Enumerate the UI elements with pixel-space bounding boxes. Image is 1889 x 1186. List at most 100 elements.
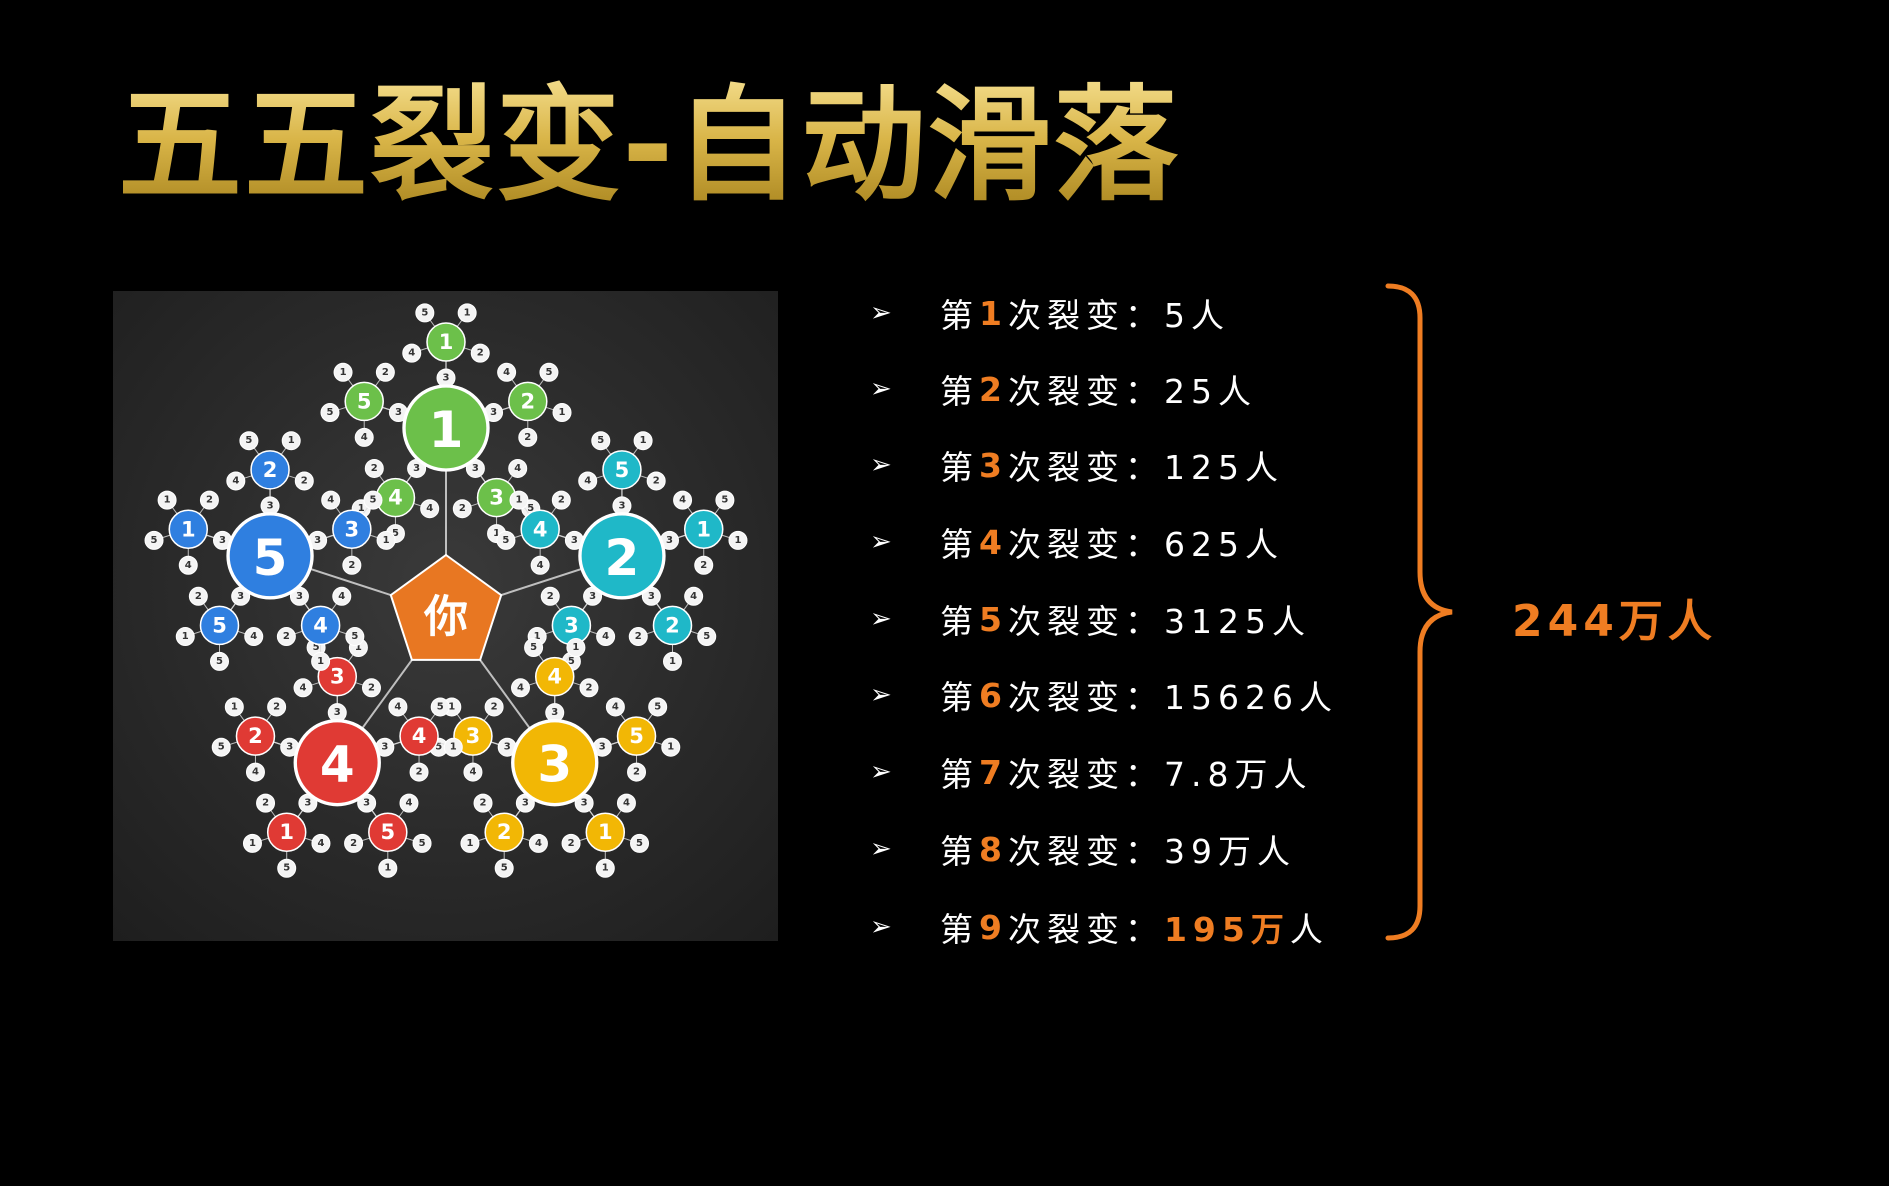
- leaf-node: [378, 858, 398, 878]
- leaf-node-label: 4: [361, 432, 368, 443]
- sub-node-label: 3: [489, 486, 504, 510]
- leaf-node: [376, 530, 396, 550]
- leaf-node-label: 5: [419, 838, 426, 849]
- leaf-node-label: 4: [394, 701, 401, 712]
- leaf-node-label: 4: [408, 348, 415, 359]
- leaf-node-label: 2: [653, 475, 660, 486]
- leaf-node-label: 1: [667, 742, 674, 753]
- arrow-bullet-icon: ➢: [870, 298, 892, 328]
- leaf-node-label: 1: [516, 495, 523, 506]
- sub-node: [508, 381, 548, 422]
- arrow-bullet-icon: ➢: [870, 450, 892, 480]
- right-curly-brace: [1385, 283, 1453, 941]
- leaf-node: [375, 362, 395, 382]
- list-item-value: 39万人: [1163, 832, 1296, 871]
- leaf-node-label: 5: [597, 435, 604, 446]
- list-item-number: 8: [979, 829, 1008, 869]
- branch-hub: [402, 384, 490, 472]
- leaf-node-label: 5: [501, 863, 508, 874]
- leaf-node: [530, 555, 550, 575]
- leaf-node-label: 3: [395, 407, 402, 418]
- list-item-number: 7: [979, 752, 1008, 792]
- list-item-value-highlight: 195万: [1163, 910, 1290, 949]
- leaf-node-label: 1: [493, 528, 500, 539]
- leaf-node-label: 5: [527, 503, 534, 514]
- list-item-middle: 次裂变：: [1007, 296, 1164, 335]
- leaf-node-label: 4: [537, 560, 544, 571]
- leaf-node-label: 5: [703, 631, 710, 642]
- leaf-node-label: 1: [164, 495, 171, 506]
- leaf-node: [364, 458, 384, 478]
- sub-node: [235, 716, 276, 756]
- branch-hub: [226, 512, 314, 600]
- branch-hub: [511, 718, 599, 807]
- leaf-node-label: 5: [218, 742, 225, 753]
- leaf-node-label: 1: [466, 838, 473, 849]
- leaf-node-label: 1: [231, 701, 238, 712]
- leaf-node-label: 4: [517, 682, 524, 693]
- leaf-node-label: 2: [558, 495, 565, 506]
- sub-node: [199, 605, 240, 646]
- leaf-node-label: 1: [340, 367, 347, 378]
- center-pentagon: [389, 553, 503, 661]
- sub-node-label: 2: [263, 458, 278, 482]
- list-item-prefix: 第: [940, 448, 979, 487]
- leaf-node-label: 4: [469, 767, 476, 778]
- leaf-node-label: 4: [612, 701, 619, 712]
- arrow-bullet-icon: ➢: [870, 527, 892, 557]
- leaf-node-label: 3: [504, 742, 511, 753]
- arrow-bullet-icon: ➢: [870, 757, 892, 787]
- sub-node-label: 2: [248, 724, 263, 748]
- leaf-node-label: 4: [679, 495, 686, 506]
- sub-node-label: 5: [629, 724, 644, 748]
- leaf-node-label: 5: [568, 656, 575, 667]
- leaf-node: [518, 427, 538, 447]
- list-item-middle: 次裂变：: [1007, 372, 1164, 411]
- sub-node: [368, 812, 408, 853]
- sub-node-label: 1: [439, 330, 454, 354]
- leaf-node: [277, 858, 297, 878]
- leaf-node-label: 3: [219, 535, 226, 546]
- leaf-node: [694, 555, 714, 575]
- leaf-node-label: 1: [383, 535, 390, 546]
- leaf-node-label: 1: [640, 435, 647, 446]
- leaf-node-label: 3: [237, 591, 244, 602]
- sub-node-label: 2: [497, 820, 512, 844]
- list-item-number: 5: [979, 599, 1008, 639]
- leaf-node-label: 4: [232, 475, 239, 486]
- leaf-node: [342, 555, 362, 575]
- sub-node: [168, 509, 209, 550]
- leaf-node-label: 1: [534, 631, 541, 642]
- leaf-node: [333, 362, 353, 382]
- leaf-node: [578, 471, 598, 491]
- branch-hub-label: 2: [605, 529, 640, 587]
- leaf-node: [345, 627, 365, 647]
- leaf-node: [566, 638, 586, 658]
- leaf-node-label: 2: [350, 838, 357, 849]
- leaf-node-label: 5: [421, 307, 428, 318]
- leaf-node-label: 4: [327, 495, 334, 506]
- leaf-node: [684, 586, 704, 606]
- branch-hub-label: 4: [320, 736, 355, 794]
- leaf-node: [363, 490, 383, 510]
- leaf-node: [494, 858, 514, 878]
- leaf-node-label: 2: [477, 348, 484, 359]
- leaf-node: [188, 586, 208, 606]
- leaf-node-label: 5: [636, 838, 643, 849]
- list-item-middle: 次裂变：: [1007, 832, 1164, 871]
- leaf-node-label: 5: [326, 407, 333, 418]
- leaf-node-label: 1: [358, 503, 365, 514]
- leaf-node-label: 5: [313, 642, 320, 653]
- leaf-node-label: 3: [363, 798, 370, 809]
- leaf-node: [144, 530, 164, 550]
- leaf-node-label: 3: [267, 500, 274, 511]
- leaf-node-label: 1: [450, 742, 457, 753]
- list-item-middle: 次裂变：: [1007, 678, 1164, 717]
- sub-node-label: 5: [380, 820, 395, 844]
- leaf-node: [412, 833, 432, 853]
- leaf-node: [361, 678, 381, 698]
